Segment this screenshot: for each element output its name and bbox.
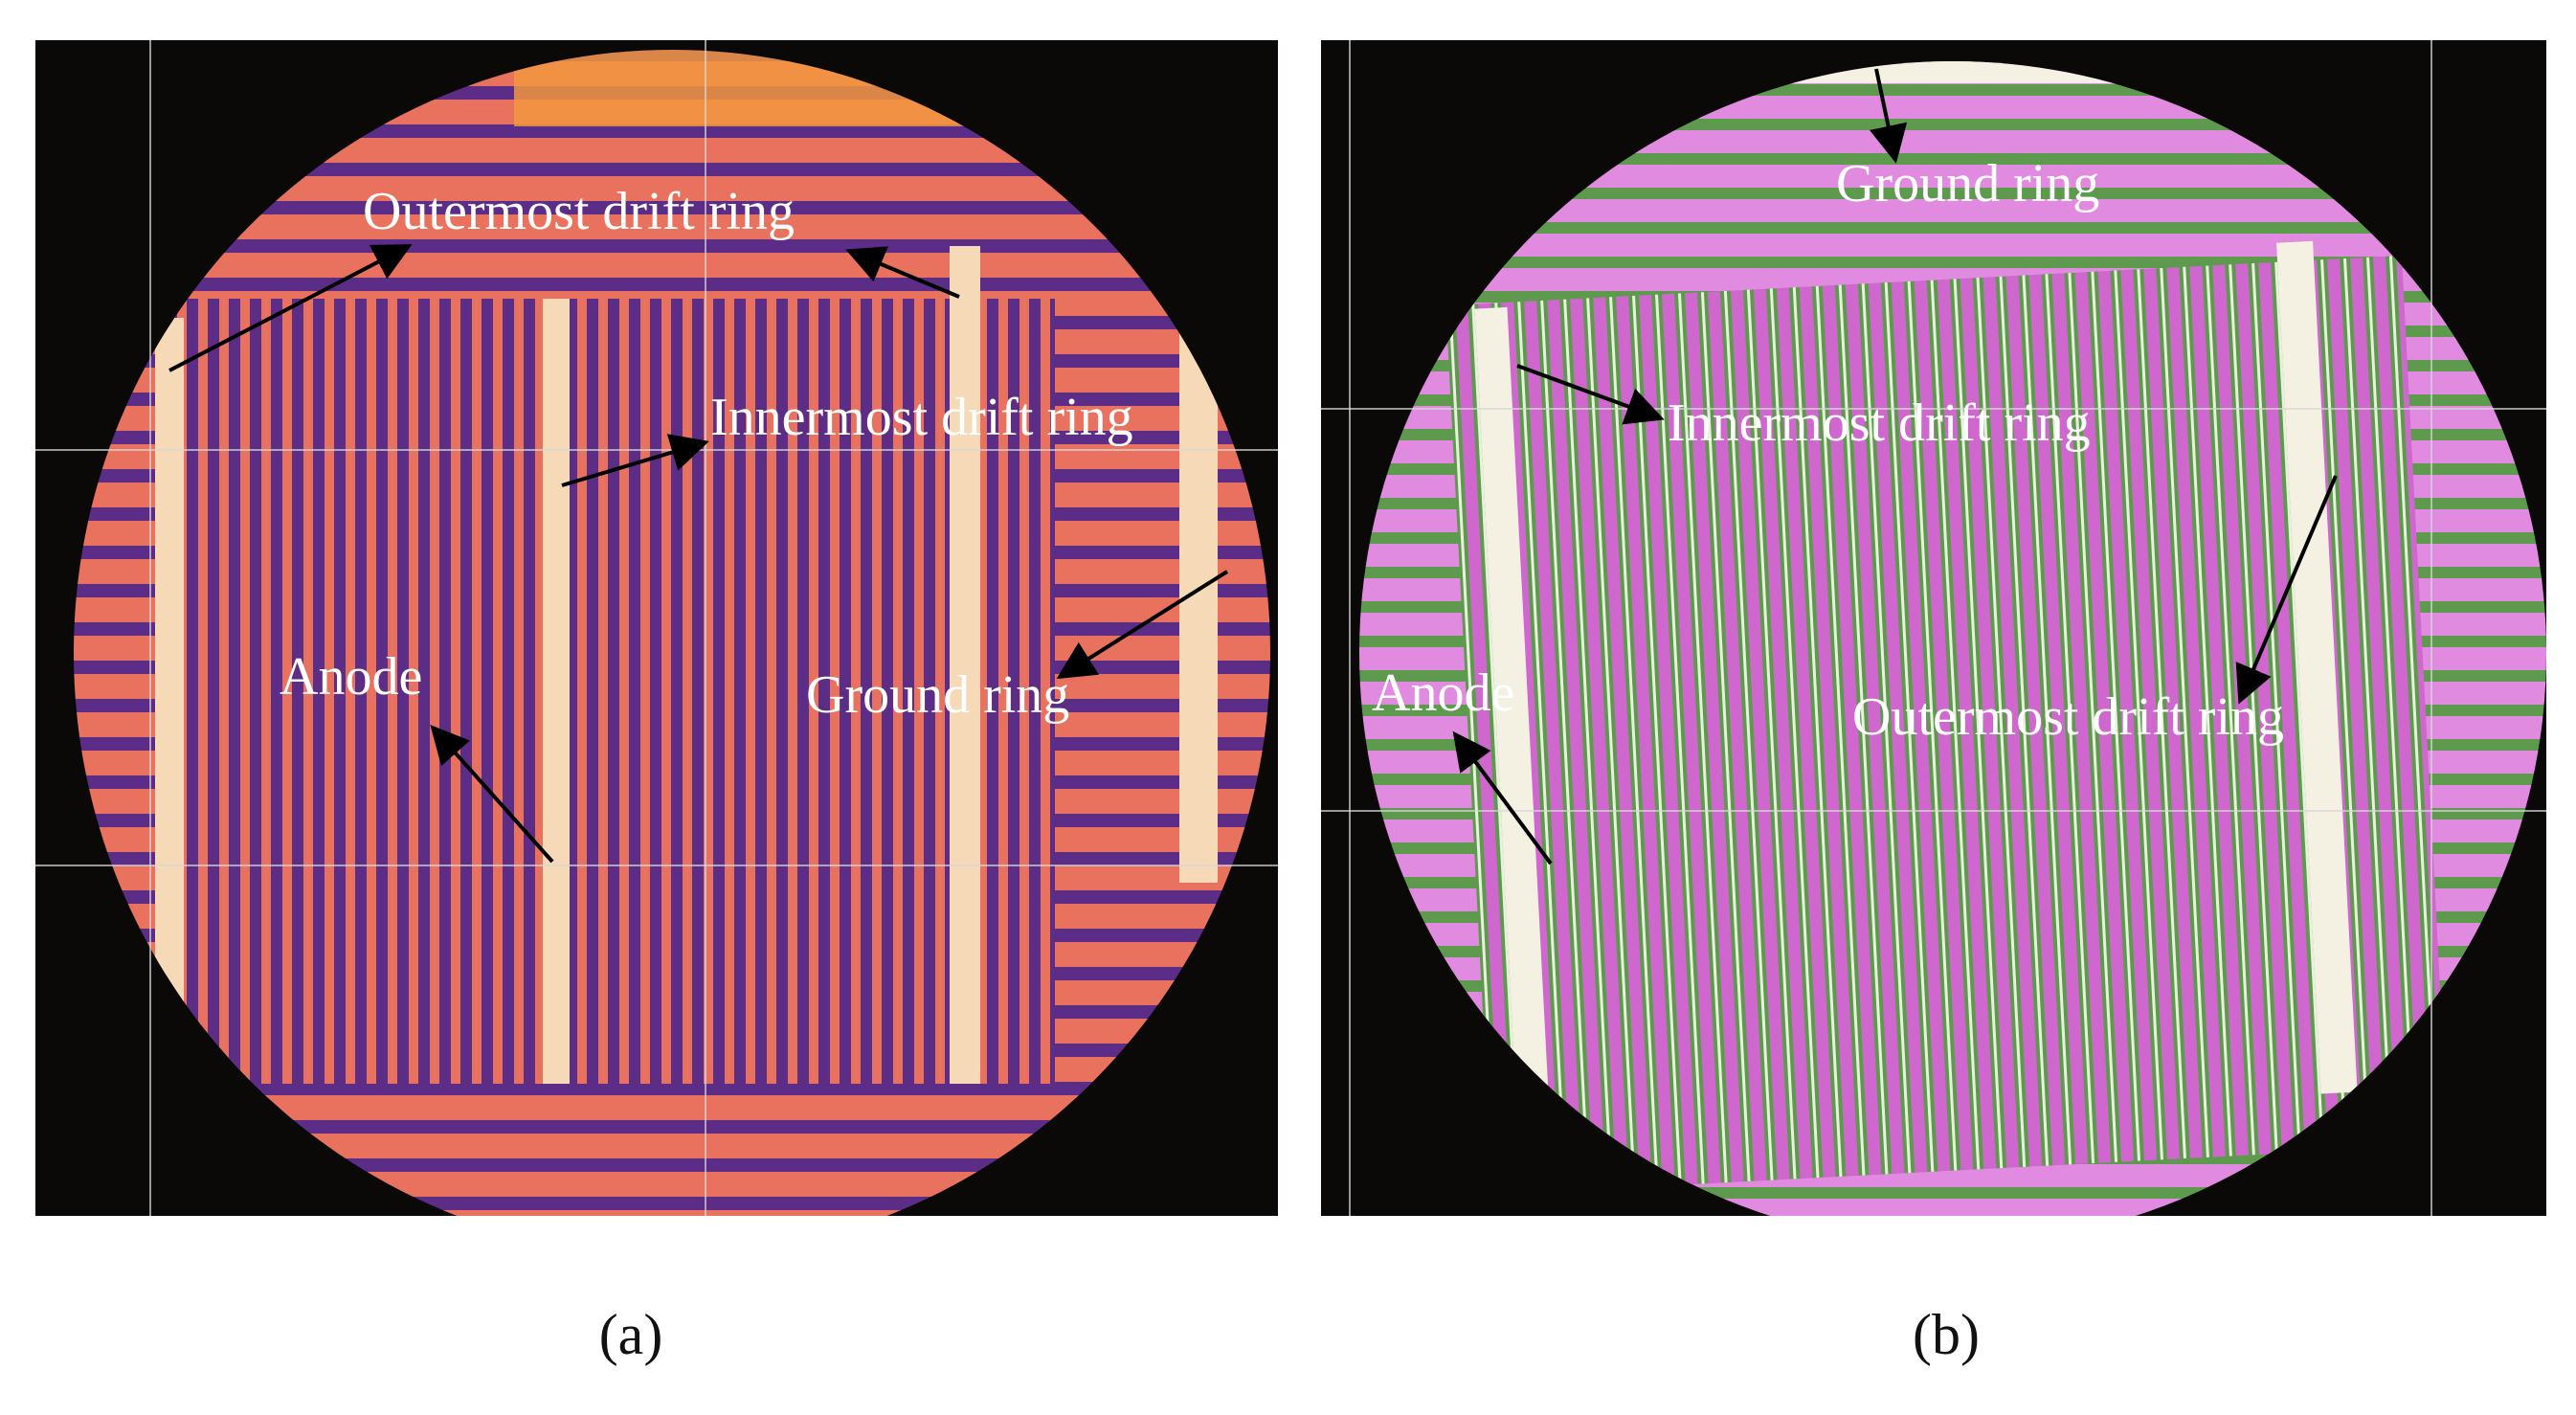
anode-strip-b <box>1474 306 1554 1184</box>
micrograph-panel-b: Ground ring Innermost drift ring Anode O… <box>1321 40 2546 1216</box>
drift-rings-region-a <box>155 299 1055 1122</box>
anode-strip-a <box>543 299 570 1103</box>
micrograph-b-svg: Ground ring Innermost drift ring Anode O… <box>1321 40 2546 1216</box>
label-anode-a: Anode <box>280 647 422 707</box>
label-outermost-drift-ring-b: Outermost drift ring <box>1852 687 2284 747</box>
sample-field-b <box>1359 61 2546 1216</box>
micrograph-a-svg: Outermost drift ring Innermost drift rin… <box>35 40 1278 1216</box>
label-anode-b: Anode <box>1372 663 1514 723</box>
label-innermost-drift-ring-a: Innermost drift ring <box>710 388 1133 447</box>
micrograph-panel-a: Outermost drift ring Innermost drift rin… <box>35 40 1278 1216</box>
caption-a: (a) <box>598 1303 663 1366</box>
ground-ring-right-a <box>950 246 980 1098</box>
label-ground-ring-a: Ground ring <box>806 665 1069 725</box>
drift-rings-region-b <box>1445 255 2449 1195</box>
label-ground-ring-b: Ground ring <box>1836 154 2099 213</box>
caption-b: (b) <box>1913 1303 1980 1366</box>
ground-ring-left-a <box>155 318 184 1045</box>
label-innermost-drift-ring-b: Innermost drift ring <box>1668 393 2091 453</box>
label-outermost-drift-ring-a: Outermost drift ring <box>363 182 795 241</box>
outermost-ring-strip-b <box>2276 240 2358 1094</box>
